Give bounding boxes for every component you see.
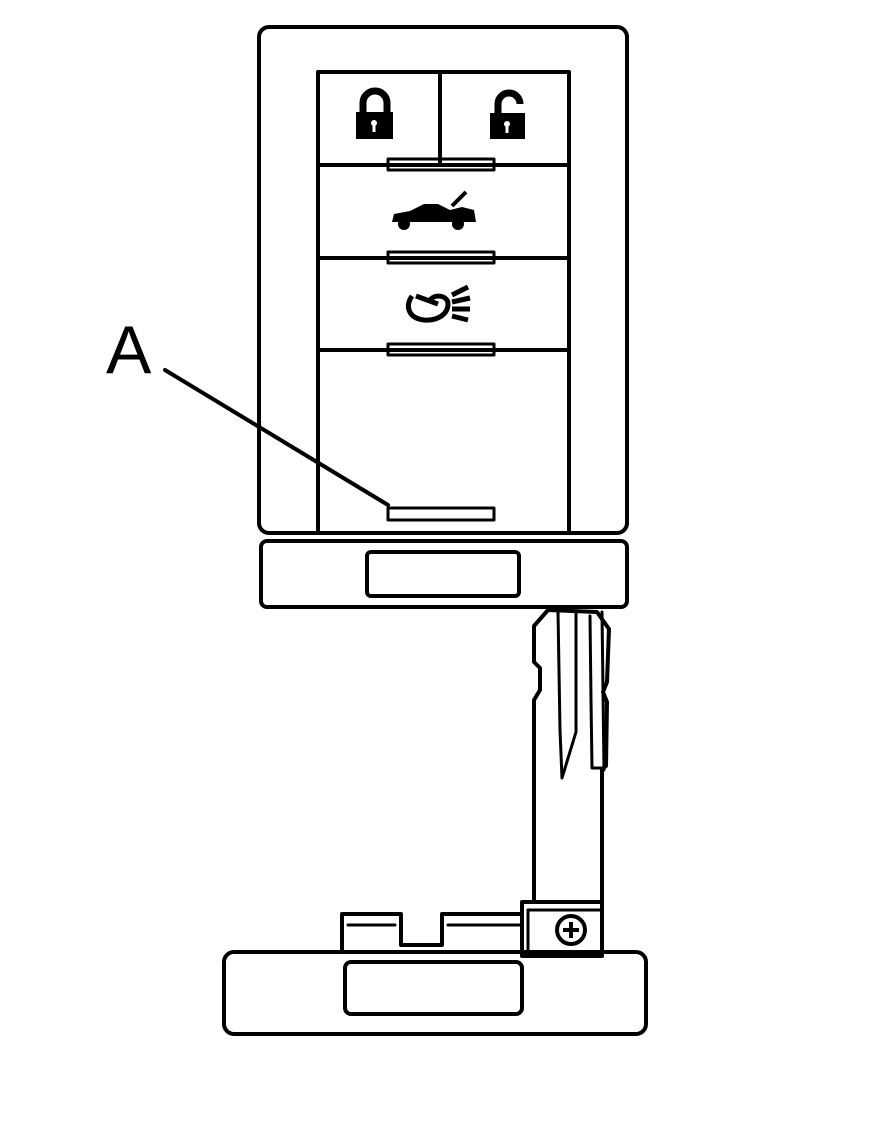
key-blade-groove-right xyxy=(588,614,604,770)
key-blade-edge xyxy=(600,610,606,772)
base-connector xyxy=(340,912,524,954)
callout-leader-line xyxy=(163,368,390,507)
blade-holder xyxy=(520,900,604,958)
screw-icon xyxy=(555,914,587,946)
collar-window xyxy=(365,550,521,598)
fob-collar xyxy=(259,539,629,609)
key-blade xyxy=(532,608,611,904)
key-blade-groove-left xyxy=(556,610,578,780)
panic-alarm-icon[interactable] xyxy=(406,284,471,323)
trunk-release-icon[interactable] xyxy=(392,190,476,230)
slot-bar-1 xyxy=(386,157,496,172)
unlock-icon[interactable] xyxy=(490,89,525,139)
key-base-cap xyxy=(222,950,648,1036)
key-release-slot[interactable] xyxy=(386,506,496,522)
base-cap-window xyxy=(343,960,524,1016)
callout-label-a: A xyxy=(106,312,152,388)
slot-bar-2 xyxy=(386,250,496,265)
lock-icon[interactable] xyxy=(356,87,393,139)
slot-bar-3 xyxy=(386,342,496,357)
button-panel xyxy=(316,70,571,535)
fob-body xyxy=(257,25,629,535)
